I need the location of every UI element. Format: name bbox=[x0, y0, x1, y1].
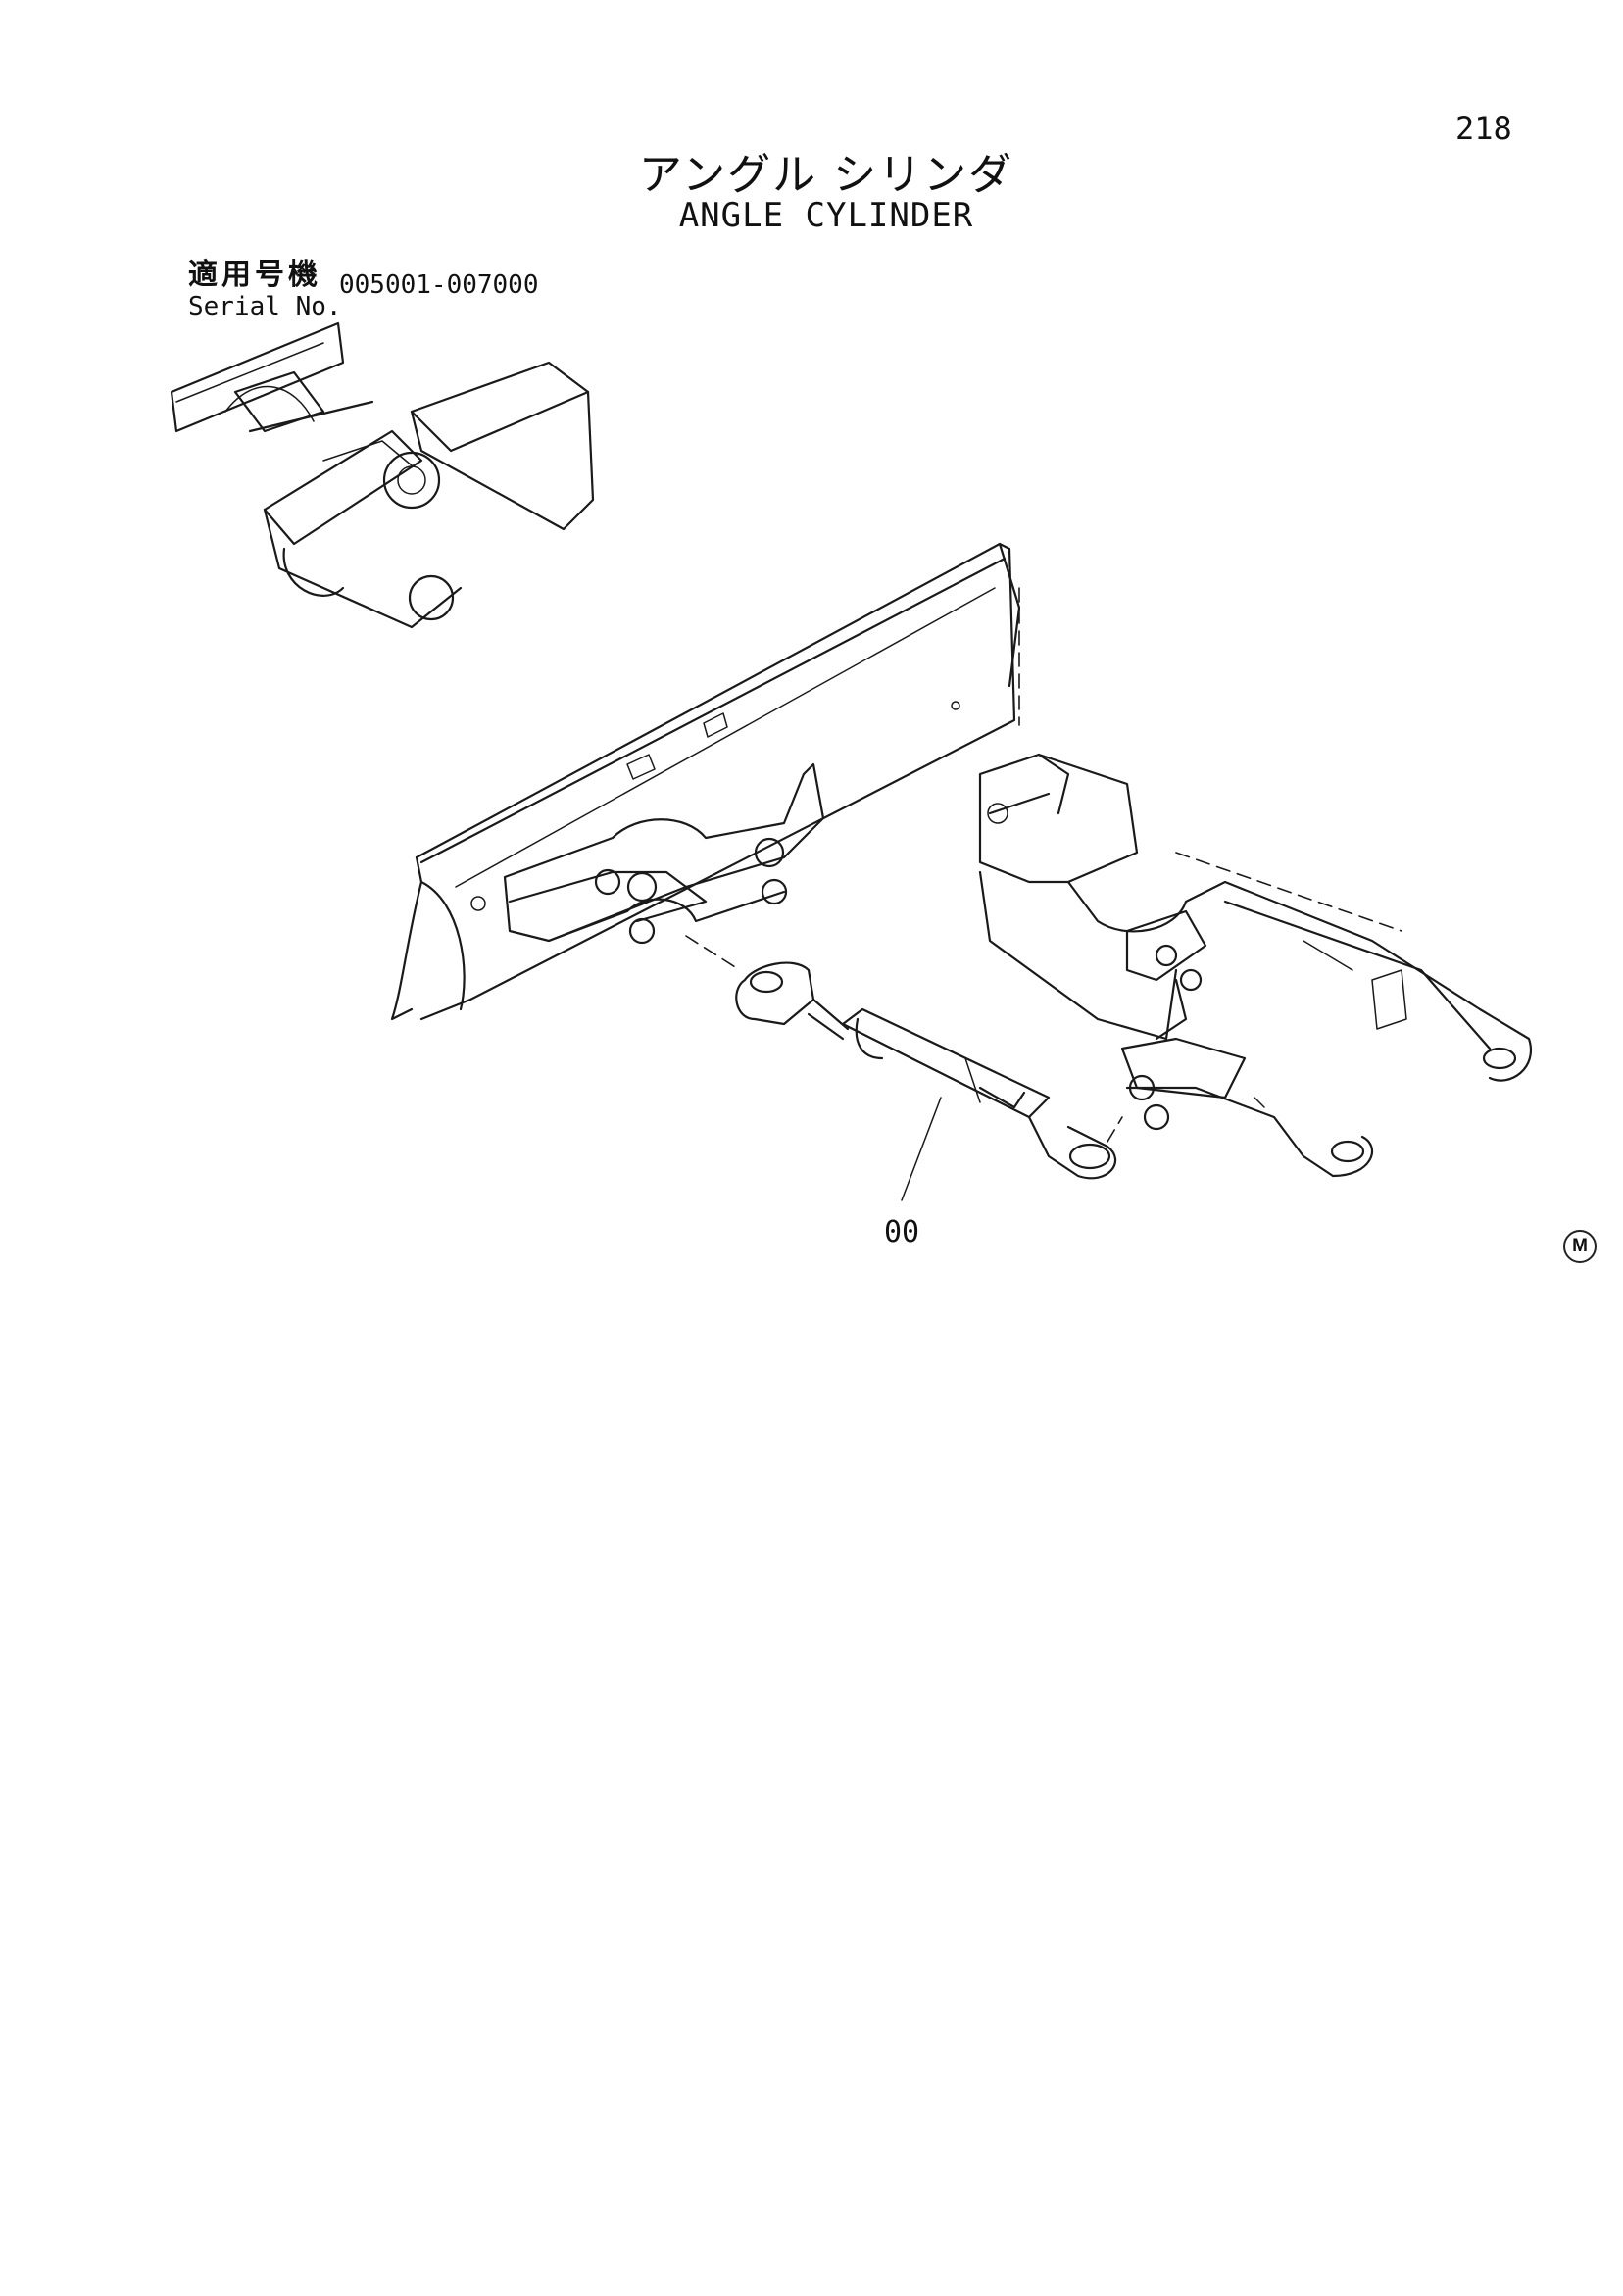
assembly-lines bbox=[685, 587, 1402, 1143]
part-callout-00: 00 bbox=[884, 1215, 920, 1249]
title-japanese: アングル シリンダ bbox=[638, 150, 1014, 200]
dozer-blade-illustration bbox=[390, 542, 1021, 1021]
serial-label-english: Serial No. bbox=[188, 292, 342, 321]
serial-label-japanese: 適用号機 bbox=[188, 258, 321, 292]
lower-frame-illustration bbox=[978, 753, 1532, 1178]
m-mark: M bbox=[1563, 1230, 1597, 1263]
title-english: ANGLE CYLINDER bbox=[678, 196, 974, 235]
serial-range: 005001-007000 bbox=[339, 270, 539, 300]
excavator-overview-illustration bbox=[170, 321, 595, 629]
callout-leader-line bbox=[901, 1097, 942, 1201]
page-number: 218 bbox=[1455, 110, 1512, 147]
angle-cylinder-illustration bbox=[735, 961, 1117, 1180]
